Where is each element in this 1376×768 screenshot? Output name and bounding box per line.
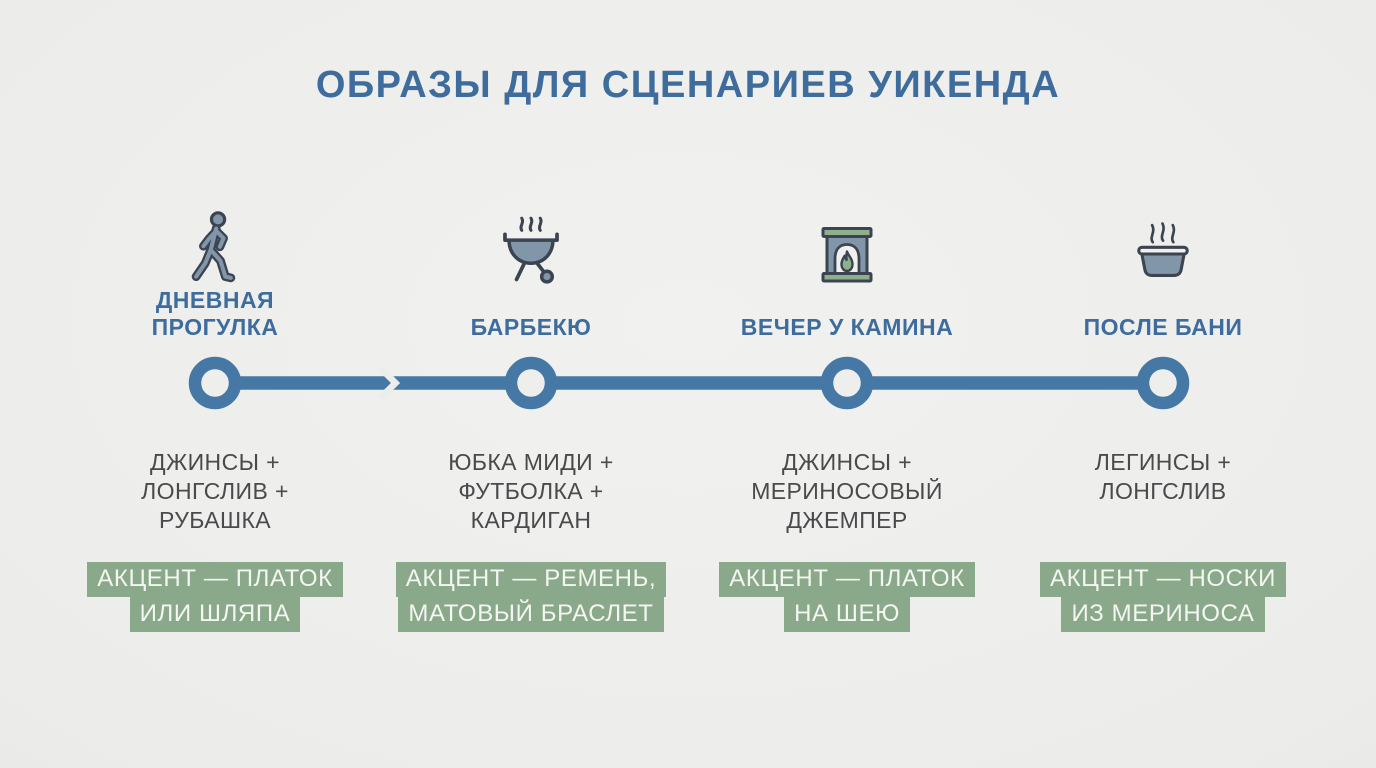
tub-body (1140, 252, 1186, 277)
steaming-tub-icon (1137, 222, 1189, 277)
scenario-label-fireplace-evening: ВЕЧЕР У КАМИНА (689, 285, 1005, 341)
outfit-barbecue: ЮБКА МИДИ + ФУТБОЛКА + КАРДИГАН (373, 448, 689, 535)
accent-day-walk: АКЦЕНТ — ПЛАТОК ИЛИ ШЛЯПА (57, 562, 373, 632)
bbq-grill-icon (503, 216, 559, 284)
timeline-node (188, 356, 242, 410)
outfit-day-walk: ДЖИНСЫ + ЛОНГСЛИВ + РУБАШКА (57, 448, 373, 535)
accent-highlight-line: ИЛИ ШЛЯПА (129, 597, 301, 632)
outfit-line: ЛЕГИНСЫ + (1094, 449, 1232, 475)
scenario-label-after-sauna: ПОСЛЕ БАНИ (1005, 285, 1321, 341)
accent-highlight-line: АКЦЕНТ — ПЛАТОК (87, 562, 343, 597)
scenario-column-day-walk-icon-cell (57, 203, 373, 287)
outfit-line: ДЖЕМПЕР (786, 507, 908, 533)
accent-highlight-line: НА ШЕЮ (784, 597, 910, 632)
scenario-column-barbecue-icon-cell (373, 203, 689, 287)
scenario-column-fireplace-icon-cell (689, 203, 1005, 287)
outfit-line: РУБАШКА (159, 507, 271, 533)
walking-person-icon (191, 211, 236, 283)
outfit-line: ДЖИНСЫ + (782, 449, 912, 475)
grill-wheel (539, 269, 555, 284)
timeline (188, 356, 1190, 410)
outfit-line: ЛОНГСЛИВ + (141, 478, 289, 504)
accent-barbecue: АКЦЕНТ — РЕМЕНЬ, МАТОВЫЙ БРАСЛЕТ (373, 562, 689, 632)
accent-row: АКЦЕНТ — ПЛАТОК ИЛИ ШЛЯПА АКЦЕНТ — РЕМЕН… (57, 562, 1321, 632)
outfit-line: ФУТБОЛКА + (458, 478, 604, 504)
fireplace-base (821, 272, 873, 283)
timeline-arrow-chevron (378, 366, 401, 400)
scenario-label-barbecue: БАРБЕКЮ (373, 285, 689, 341)
outfit-line: КАРДИГАН (470, 507, 592, 533)
timeline-node (1136, 356, 1190, 410)
labels-row: ДНЕВНАЯ ПРОГУЛКА БАРБЕКЮ ВЕЧЕР У КАМИНА … (57, 285, 1321, 341)
timeline-node (504, 356, 558, 410)
accent-after-sauna: АКЦЕНТ — НОСКИ ИЗ МЕРИНОСА (1005, 562, 1321, 632)
flame (840, 250, 854, 273)
outfit-line: ДЖИНСЫ + (150, 449, 280, 475)
accent-highlight-line: ИЗ МЕРИНОСА (1061, 597, 1265, 632)
outfit-fireplace-evening: ДЖИНСЫ + МЕРИНОСОВЫЙ ДЖЕМПЕР (689, 448, 1005, 535)
accent-highlight-line: МАТОВЫЙ БРАСЛЕТ (398, 597, 664, 632)
accent-highlight-line: АКЦЕНТ — РЕМЕНЬ, (395, 562, 667, 597)
walking-person-head (209, 211, 227, 228)
scenario-label-day-walk: ДНЕВНАЯ ПРОГУЛКА (57, 285, 373, 341)
icons-row (57, 203, 1321, 287)
page-title: ОБРАЗЫ ДЛЯ СЦЕНАРИЕВ УИКЕНДА (315, 64, 1061, 106)
accent-highlight-line: АКЦЕНТ — НОСКИ (1039, 562, 1287, 597)
fireplace-icon (821, 227, 873, 283)
scenario-label-line: БАРБЕКЮ (470, 314, 592, 340)
scenario-label-line: ВЕЧЕР У КАМИНА (740, 314, 954, 340)
grill-bowl (507, 238, 555, 266)
scenario-label-line: ДНЕВНАЯ (155, 287, 275, 313)
outfit-line: ЮБКА МИДИ + (448, 449, 614, 475)
accent-highlight-line: АКЦЕНТ — ПЛАТОК (719, 562, 975, 597)
outfit-after-sauna: ЛЕГИНСЫ + ЛОНГСЛИВ (1005, 448, 1321, 535)
scenario-label-line: ПОСЛЕ БАНИ (1083, 314, 1243, 340)
scenario-column-after-sauna-icon-cell (1005, 203, 1321, 287)
accent-fireplace-evening: АКЦЕНТ — ПЛАТОК НА ШЕЮ (689, 562, 1005, 632)
outfit-line: ЛОНГСЛИВ (1099, 478, 1227, 504)
scenario-label-line: ПРОГУЛКА (151, 314, 279, 340)
outfit-row: ДЖИНСЫ + ЛОНГСЛИВ + РУБАШКА ЮБКА МИДИ + … (57, 448, 1321, 535)
steam-lines (519, 216, 543, 232)
steam-lines (1150, 222, 1176, 244)
outfit-line: МЕРИНОСОВЫЙ (751, 478, 943, 504)
timeline-node (820, 356, 874, 410)
walking-person-body-fill (194, 226, 233, 280)
tub-rim (1137, 245, 1189, 256)
